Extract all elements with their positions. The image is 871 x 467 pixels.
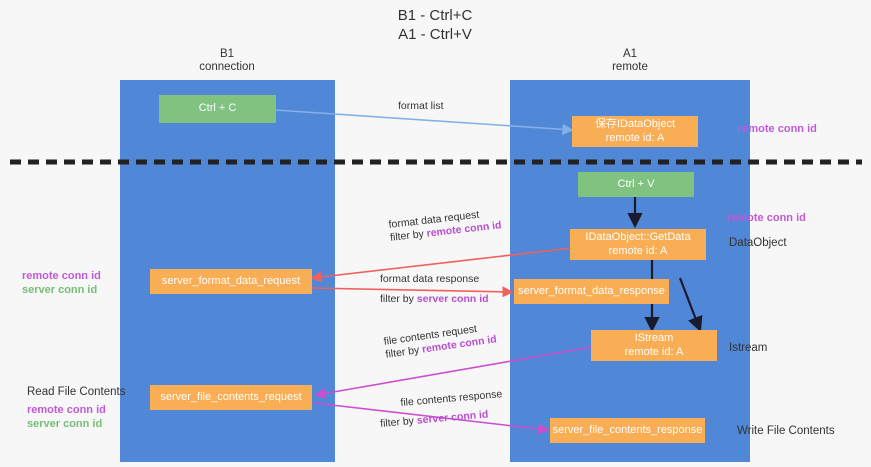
annotation-left-server-conn-id-mid-text: server conn id: [22, 284, 98, 296]
edge-label-file-contents-request: file contents request filter by remote c…: [383, 320, 498, 361]
column-header-b1: B1 connection: [152, 48, 302, 74]
diagram-title: B1 - Ctrl+C A1 - Ctrl+V: [335, 6, 535, 44]
node-ctrl-v[interactable]: Ctrl + V: [578, 172, 694, 197]
edge-label-file-contents-response-text: file contents response: [399, 388, 503, 410]
node-save-idataobject[interactable]: 保存IDataObject remote id: A: [572, 116, 698, 147]
node-istream-line1: IStream: [634, 332, 674, 344]
label-istream: Istream: [729, 341, 767, 355]
edge-label-format-data-response-text: format data response: [380, 273, 480, 285]
annotation-left-server-conn-id-bot-text: server conn id: [27, 418, 103, 430]
annotation-left-remote-conn-id-bot: remote conn id: [27, 403, 106, 417]
edge-label-format-list-text: format list: [398, 100, 444, 112]
column-header-b1-role: connection: [199, 61, 255, 73]
title-line-2: A1 - Ctrl+V: [398, 26, 472, 43]
node-idataobject-getdata-line1: IDataObject::GetData: [585, 231, 691, 243]
node-idataobject-getdata[interactable]: IDataObject::GetData remote id: A: [570, 229, 706, 260]
node-istream-line2: remote id: A: [624, 345, 684, 358]
annotation-remote-conn-id-top: remote conn id: [738, 122, 817, 136]
annotation-left-server-conn-id-bot: server conn id: [27, 417, 102, 431]
filter-prefix: filter by: [380, 293, 417, 305]
node-server-file-contents-response[interactable]: server_file_contents_response: [550, 418, 705, 443]
label-write-file-contents-text: Write File Contents: [737, 425, 835, 437]
node-save-idataobject-line1: 保存IDataObject: [594, 118, 676, 130]
edge-label-format-list: format list: [398, 100, 444, 113]
filter-key-server-conn-id: server conn id: [416, 293, 489, 305]
label-read-file-contents: Read File Contents: [27, 385, 125, 399]
node-server-format-data-response[interactable]: server_format_data_response: [514, 279, 669, 304]
filter-prefix: filter by: [379, 414, 418, 430]
edge-label-file-contents-response: file contents response filter by server …: [378, 388, 504, 431]
edge-label-format-data-response: format data response filter by server co…: [380, 273, 489, 306]
node-ctrl-c-label: Ctrl + C: [198, 102, 237, 115]
node-save-idataobject-line2: remote id: A: [605, 131, 665, 144]
annotation-remote-conn-id-mid: remote conn id: [727, 211, 806, 225]
column-header-b1-name: B1: [219, 48, 235, 60]
title-line-1: B1 - Ctrl+C: [397, 7, 473, 24]
annotation-left-remote-conn-id-mid: remote conn id: [22, 269, 101, 283]
annotation-remote-conn-id-mid-text: remote conn id: [727, 212, 806, 224]
filter-key-server-conn-id: server conn id: [416, 408, 489, 427]
annotation-left-remote-conn-id-bot-text: remote conn id: [27, 404, 106, 416]
label-write-file-contents: Write File Contents: [737, 424, 835, 438]
column-header-a1-role: remote: [612, 61, 648, 73]
edge-label-format-data-response-filter: filter by server conn id: [380, 293, 489, 306]
label-istream-text: Istream: [729, 342, 768, 354]
annotation-left-remote-conn-id-mid-text: remote conn id: [22, 270, 101, 282]
node-server-file-contents-request[interactable]: server_file_contents_request: [150, 385, 312, 410]
column-header-a1: A1 remote: [555, 48, 705, 74]
node-idataobject-getdata-line2: remote id: A: [608, 244, 668, 257]
node-server-format-data-response-label: server_format_data_response: [518, 284, 665, 297]
annotation-left-server-conn-id-mid: server conn id: [22, 283, 97, 297]
column-header-a1-name: A1: [622, 48, 638, 60]
node-server-file-contents-response-label: server_file_contents_response: [552, 423, 703, 436]
edge-label-format-data-request: format data request filter by remote con…: [388, 206, 502, 245]
edge-label-file-contents-response-filter: filter by server conn id: [380, 407, 505, 431]
label-dataobject-text: DataObject: [729, 237, 787, 249]
label-read-file-contents-text: Read File Contents: [27, 386, 126, 398]
node-istream[interactable]: IStream remote id: A: [591, 330, 717, 361]
node-ctrl-v-label: Ctrl + V: [617, 177, 655, 190]
node-server-file-contents-request-label: server_file_contents_request: [160, 390, 302, 403]
label-dataobject: DataObject: [729, 236, 787, 250]
node-server-format-data-request-label: server_format_data_request: [161, 274, 301, 287]
node-ctrl-c[interactable]: Ctrl + C: [159, 95, 276, 123]
annotation-remote-conn-id-top-text: remote conn id: [738, 123, 817, 135]
node-server-format-data-request[interactable]: server_format_data_request: [150, 269, 312, 294]
